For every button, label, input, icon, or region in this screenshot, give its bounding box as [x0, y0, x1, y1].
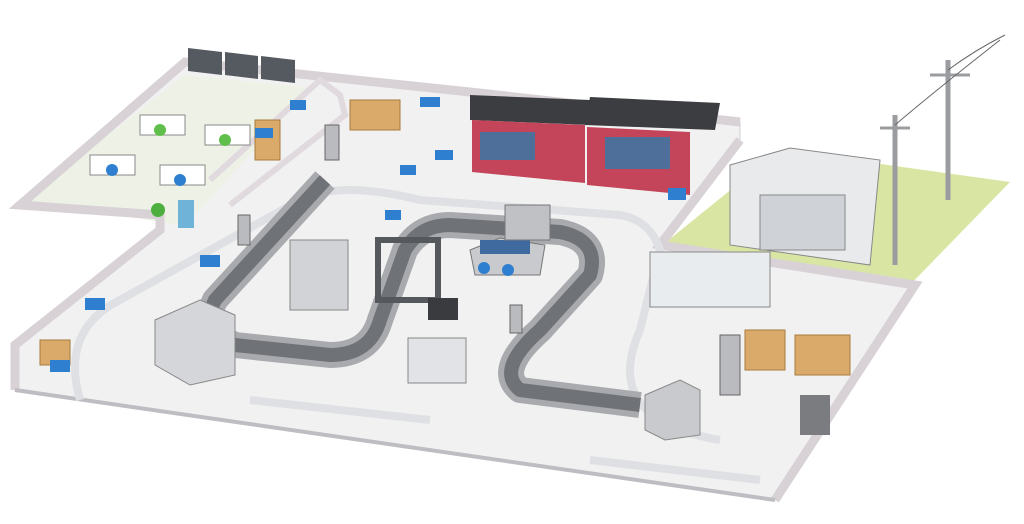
server-building-left	[470, 95, 590, 183]
office-partition	[207, 76, 349, 208]
office-area-floor	[25, 75, 310, 225]
outer-wall-left	[8, 57, 741, 390]
cardboard-box-stacks	[39, 99, 851, 376]
power-lines	[894, 34, 1006, 126]
electrical-substation	[729, 147, 881, 266]
processing-machine-right	[644, 379, 701, 441]
operator-chair	[478, 262, 490, 274]
potted-plant	[151, 203, 165, 217]
processing-machine-left	[154, 299, 236, 386]
wall-monitors	[188, 48, 295, 83]
server-building-right	[585, 97, 720, 195]
gantry-robot	[375, 237, 441, 303]
blue-bins	[50, 97, 686, 372]
operator-chair	[502, 264, 514, 276]
robot-arms	[237, 124, 741, 396]
outer-wall-right	[651, 137, 923, 503]
server-cabinets	[407, 337, 467, 384]
center-machines	[289, 239, 349, 311]
control-screens	[480, 240, 530, 254]
electrical-cabinets	[649, 251, 771, 308]
floor-lanes	[71, 186, 761, 484]
office-door	[178, 200, 194, 228]
black-pallet	[428, 298, 458, 320]
floor-edge-bottom	[14, 388, 776, 502]
office-chairs	[106, 124, 231, 186]
exhaust-vent	[800, 395, 830, 435]
power-poles	[880, 60, 970, 265]
inspection-station	[504, 204, 551, 241]
